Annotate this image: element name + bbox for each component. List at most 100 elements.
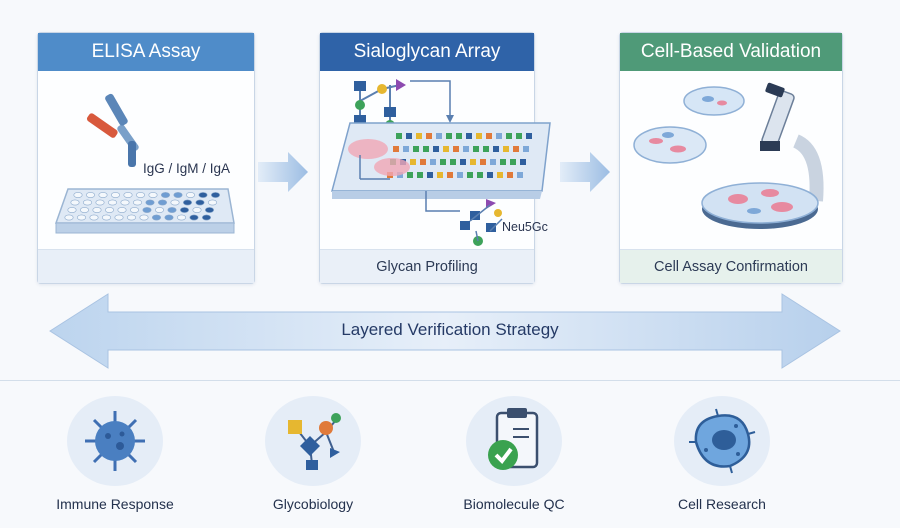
cell-validation-panel-title: Cell-Based Validation xyxy=(620,33,842,71)
sialoglycan-panel-title: Sialoglycan Array xyxy=(320,33,534,71)
application-biomolecule-qc: Biomolecule QC xyxy=(434,396,594,512)
array-spot xyxy=(430,159,436,165)
array-spot xyxy=(470,159,476,165)
array-spot xyxy=(443,146,449,152)
plate-well xyxy=(123,192,133,198)
array-spot xyxy=(466,133,472,139)
array-spot xyxy=(510,159,516,165)
plate-well xyxy=(167,207,177,213)
plate-well xyxy=(133,199,143,206)
elisa-plate-illustration: IgG / IgM / IgA xyxy=(54,93,235,234)
array-spot xyxy=(520,159,526,165)
plate-well xyxy=(130,207,140,213)
array-spot xyxy=(417,172,423,178)
plate-well xyxy=(92,207,102,213)
array-spot xyxy=(413,146,419,152)
plate-well xyxy=(195,199,205,206)
array-spot xyxy=(493,146,499,152)
application-label: Cell Research xyxy=(678,496,766,512)
plate-well xyxy=(142,207,152,213)
plate-well xyxy=(205,207,215,213)
array-spot xyxy=(496,133,502,139)
array-spot xyxy=(516,133,522,139)
plate-well xyxy=(136,192,146,198)
array-spot xyxy=(420,159,426,165)
plate-well xyxy=(114,214,124,221)
array-spot xyxy=(457,172,463,178)
plate-well xyxy=(198,192,208,198)
array-spot xyxy=(447,172,453,178)
cell-icon xyxy=(689,408,756,474)
plate-well xyxy=(192,207,202,213)
section-divider xyxy=(0,380,900,381)
plate-well xyxy=(67,207,77,213)
cell-assay-illustration xyxy=(633,82,824,229)
plate-well xyxy=(111,192,121,198)
cell-validation-panel-footer: Cell Assay Confirmation xyxy=(620,249,842,283)
array-spot xyxy=(440,159,446,165)
plate-well xyxy=(82,199,92,206)
verification-strategy-arrow xyxy=(49,293,841,369)
cell-validation-panel: Cell-Based Validation Cell Assay Confirm… xyxy=(619,32,843,284)
plate-well xyxy=(76,214,86,221)
array-spot xyxy=(500,159,506,165)
array-spot xyxy=(523,146,529,152)
array-spot xyxy=(490,159,496,165)
plate-well xyxy=(64,214,74,221)
array-spot xyxy=(416,133,422,139)
plate-well xyxy=(95,199,105,206)
array-spot xyxy=(446,133,452,139)
array-spot xyxy=(483,146,489,152)
array-spot xyxy=(487,172,493,178)
application-cell-research: Cell Research xyxy=(642,396,802,512)
array-spot xyxy=(467,172,473,178)
culture-dish-icon xyxy=(701,182,819,229)
petri-dish-icon xyxy=(633,86,745,164)
plate-well xyxy=(158,199,168,206)
array-spot xyxy=(476,133,482,139)
array-spot xyxy=(407,172,413,178)
plate-well xyxy=(152,214,162,221)
array-spot xyxy=(526,133,532,139)
plate-well xyxy=(208,199,218,206)
array-spot xyxy=(473,146,479,152)
microplate xyxy=(54,188,235,234)
application-immune-response: Immune Response xyxy=(35,396,195,512)
plate-well xyxy=(183,199,193,206)
neu5gc-glycan-icon xyxy=(425,191,503,246)
plate-well xyxy=(173,192,183,198)
array-spot xyxy=(453,146,459,152)
array-spot xyxy=(477,172,483,178)
sialoglycan-panel-footer: Glycan Profiling xyxy=(320,249,534,283)
plate-well xyxy=(164,214,174,221)
plate-well xyxy=(73,192,83,198)
plate-well xyxy=(120,199,130,206)
sialoglycan-panel: Sialoglycan Array xyxy=(319,32,551,284)
plate-well xyxy=(155,207,165,213)
elisa-panel-title: ELISA Assay xyxy=(38,33,254,71)
plate-well xyxy=(108,199,118,206)
array-spot xyxy=(506,133,512,139)
array-spot xyxy=(393,146,399,152)
application-label: Glycobiology xyxy=(272,496,354,512)
array-spot xyxy=(426,133,432,139)
array-spot xyxy=(410,159,416,165)
array-spot xyxy=(437,172,443,178)
array-spot xyxy=(486,133,492,139)
glycan-array-illustration: Neu5Gc xyxy=(331,79,551,246)
plate-well xyxy=(177,214,187,221)
array-spot xyxy=(497,172,503,178)
application-label: Biomolecule QC xyxy=(463,496,565,512)
strategy-label: Layered Verification Strategy xyxy=(341,320,559,339)
plate-well xyxy=(189,214,199,221)
array-spot xyxy=(460,159,466,165)
array-spot xyxy=(433,146,439,152)
array-spot xyxy=(436,133,442,139)
virus-icon xyxy=(85,411,145,471)
plate-well xyxy=(102,214,112,221)
immunoglobulin-label: IgG / IgM / IgA xyxy=(143,161,230,176)
plate-well xyxy=(70,199,80,206)
microscope-icon xyxy=(760,82,824,202)
array-spot xyxy=(450,159,456,165)
plate-well xyxy=(161,192,171,198)
